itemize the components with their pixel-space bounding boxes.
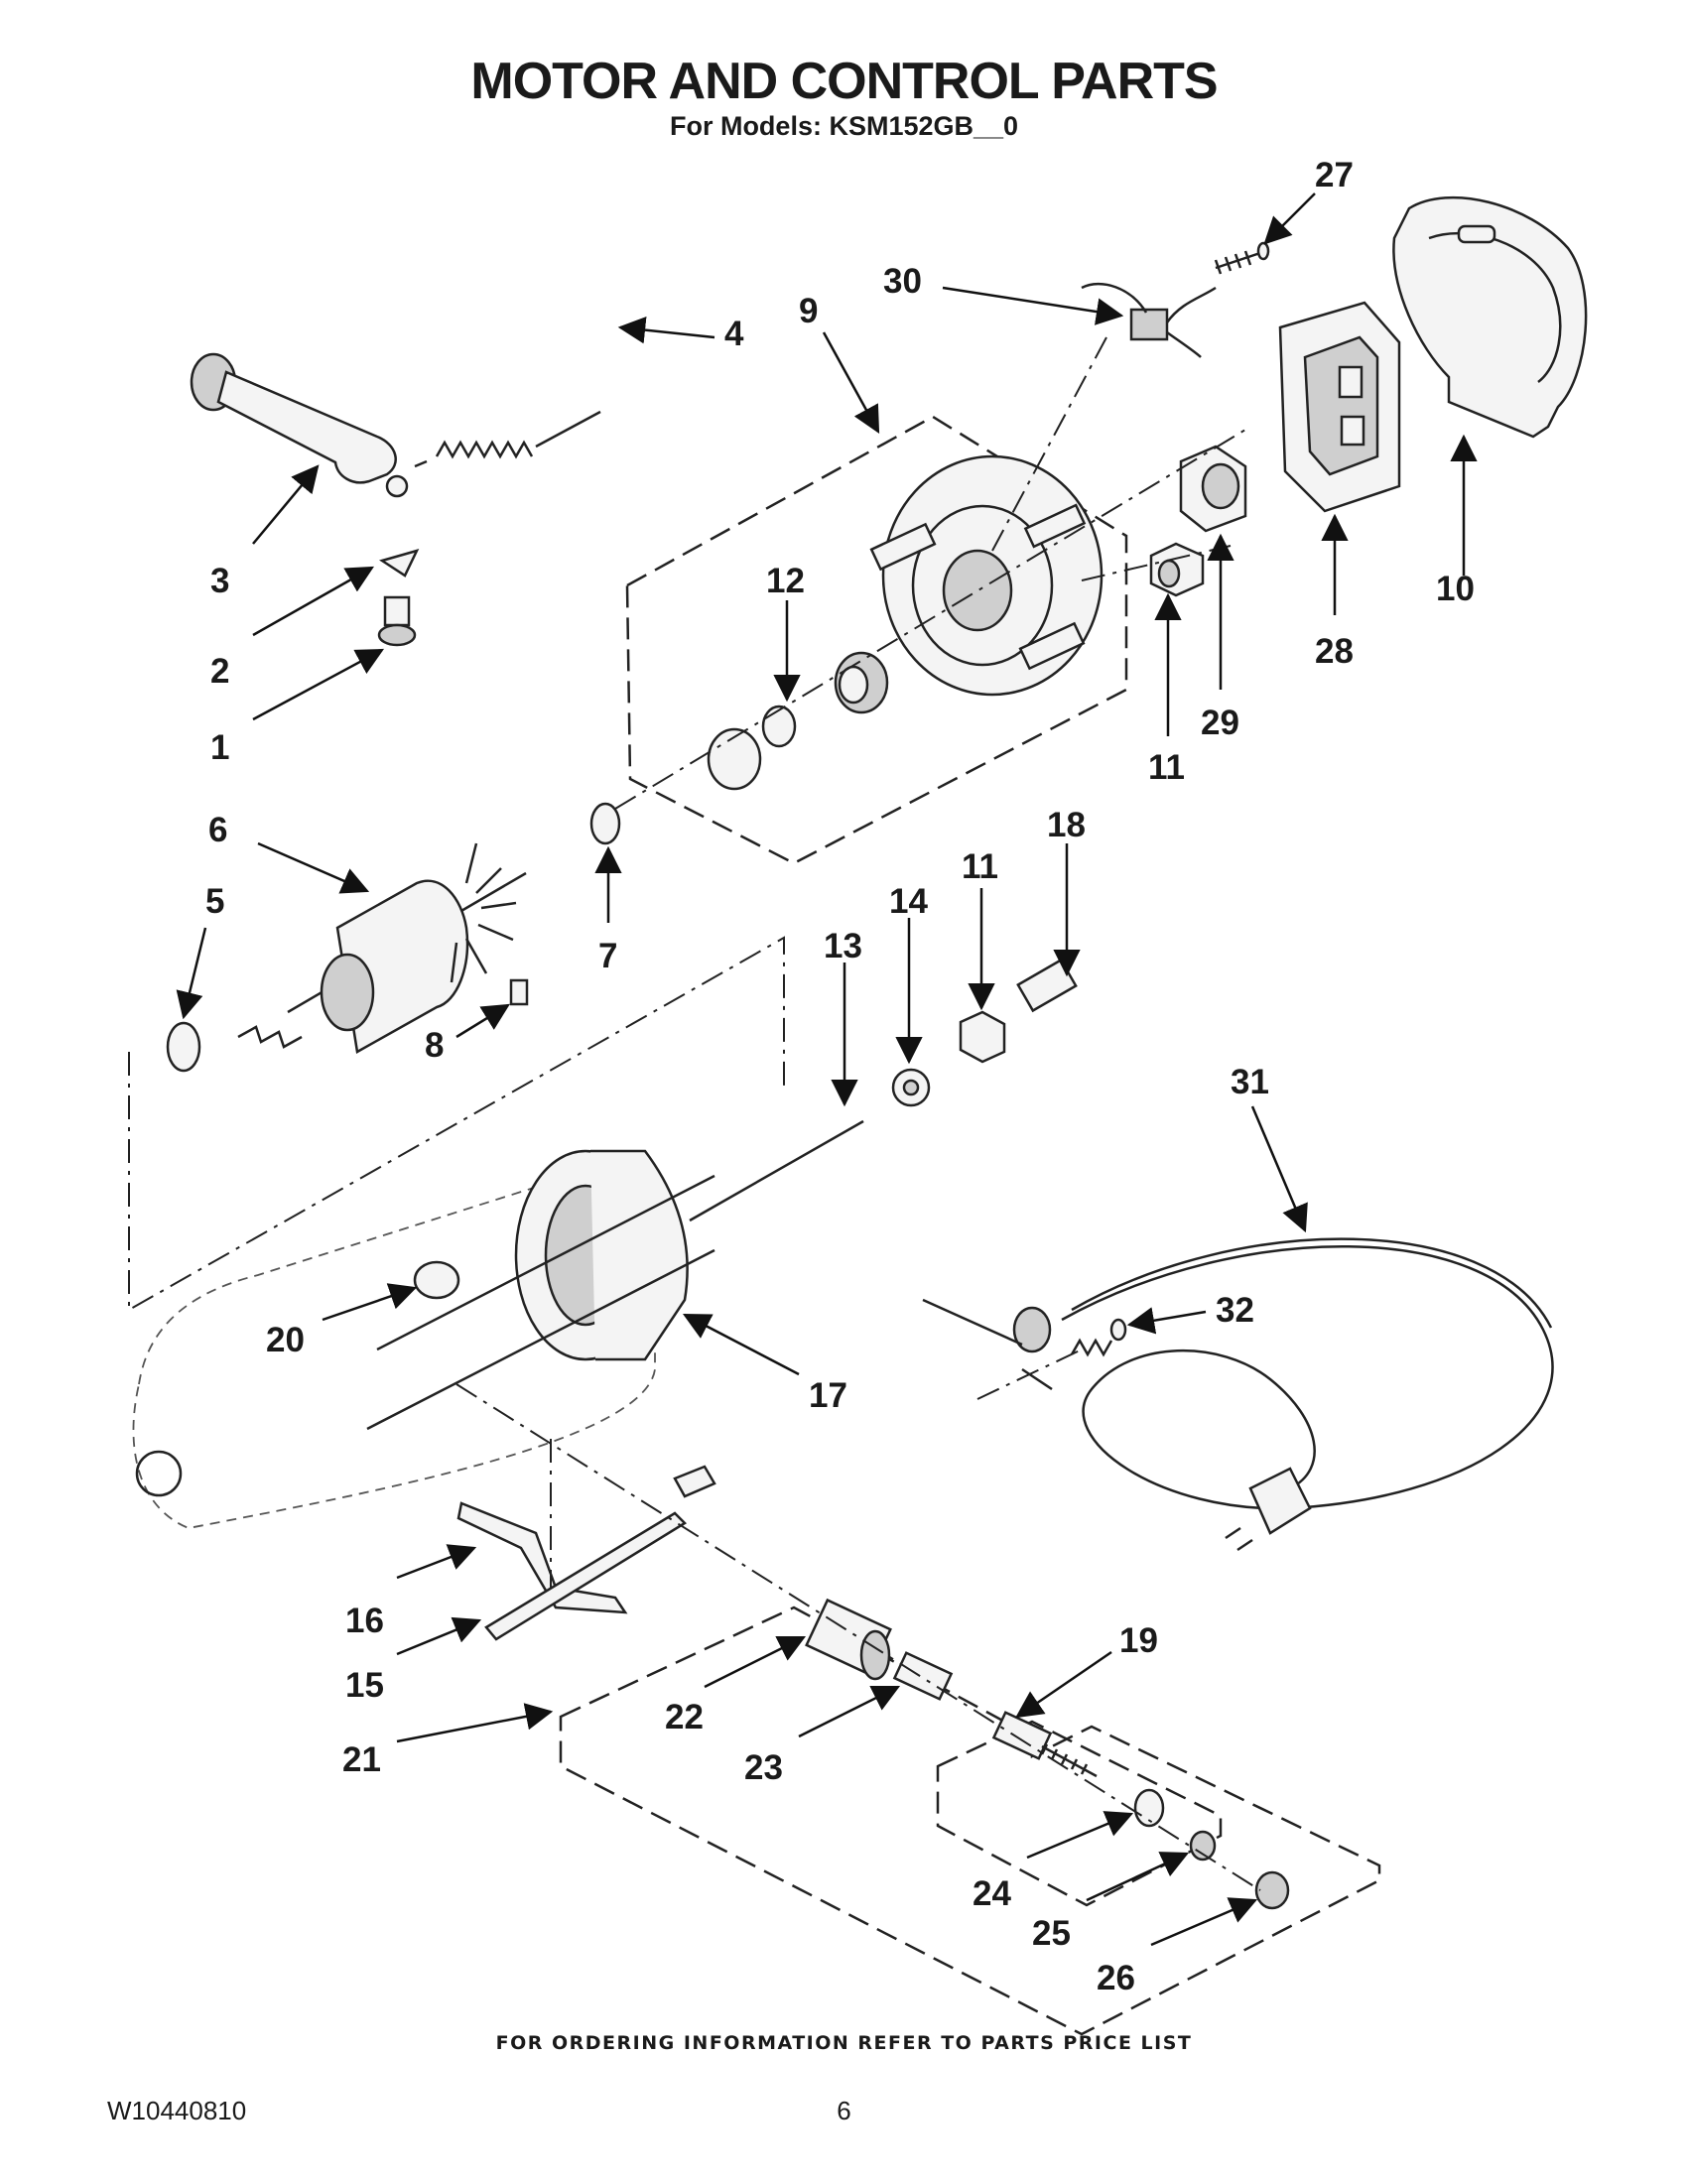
part-wire-harness-30 xyxy=(1081,283,1217,358)
model-subtitle: For Models: KSM152GB__0 xyxy=(669,111,1019,141)
callout-21: 21 xyxy=(342,1740,381,1779)
part-spring-20 xyxy=(413,1260,460,1300)
callout-11-upper: 11 xyxy=(1148,748,1185,787)
part-spring-4 xyxy=(414,410,601,468)
part-armature-6 xyxy=(237,842,527,1054)
callout-17: 17 xyxy=(809,1376,847,1415)
part-washer-7 xyxy=(589,802,621,845)
callout-23: 23 xyxy=(744,1748,783,1787)
callout-1: 1 xyxy=(210,728,229,767)
part-brush-8 xyxy=(509,978,529,1006)
callout-10: 10 xyxy=(1436,570,1475,608)
part-coupler-23 xyxy=(892,1651,954,1701)
part-field-17 xyxy=(514,1149,689,1361)
callout-3: 3 xyxy=(210,562,229,600)
group-box-19 xyxy=(936,1720,1223,1907)
callout-32: 32 xyxy=(1216,1291,1254,1330)
part-control-board-28 xyxy=(1278,301,1401,513)
callout-26: 26 xyxy=(1097,1959,1135,1997)
part-screw-19 xyxy=(991,1711,1098,1778)
callout-25: 25 xyxy=(1032,1914,1071,1953)
callout-28: 28 xyxy=(1315,632,1354,671)
callout-4: 4 xyxy=(724,315,744,353)
part-shield-10 xyxy=(1392,195,1588,439)
part-bearing-12 xyxy=(834,651,889,714)
motor-housing-outline xyxy=(132,1179,656,1529)
callout-8: 8 xyxy=(425,1026,444,1065)
axis-upper xyxy=(614,426,1251,810)
part-bolt-lower xyxy=(366,1174,715,1431)
callout-labels: 1 2 3 4 5 6 7 8 9 10 11 12 13 14 15 16 1… xyxy=(205,156,1475,1997)
callout-9: 9 xyxy=(799,292,818,330)
callout-31: 31 xyxy=(1231,1063,1269,1101)
part-speed-control-29 xyxy=(1179,445,1247,533)
part-spring-clip-2 xyxy=(379,549,420,578)
page-title: MOTOR AND CONTROL PARTS xyxy=(470,53,1218,110)
callout-24: 24 xyxy=(973,1874,1011,1913)
housing-opening xyxy=(135,1450,183,1497)
part-shaft-13 xyxy=(689,1119,864,1222)
part-lever-3 xyxy=(190,352,409,498)
part-arm-16 xyxy=(456,1501,628,1614)
callout-19: 19 xyxy=(1119,1621,1158,1660)
axis-lower xyxy=(455,1383,1261,1891)
group-box-21 xyxy=(559,1606,1381,2036)
leader-lines xyxy=(176,193,1478,1947)
group-box-9 xyxy=(625,415,1128,865)
assembly-guide-armature xyxy=(128,936,785,1312)
callout-22: 22 xyxy=(665,1698,704,1736)
part-knob-26 xyxy=(1254,1870,1290,1910)
part-gear-14 xyxy=(891,1068,931,1107)
callout-5: 5 xyxy=(205,882,224,921)
callout-20: 20 xyxy=(266,1321,305,1359)
part-end-housing xyxy=(869,454,1104,697)
callout-14: 14 xyxy=(889,882,928,921)
part-screw-1 xyxy=(377,595,417,647)
callout-15: 15 xyxy=(345,1666,384,1705)
part-spring-25 xyxy=(1189,1830,1217,1862)
part-power-cord-31 xyxy=(1012,1237,1554,1552)
part-cord-clamp xyxy=(922,1298,1053,1391)
axis-cord xyxy=(976,1349,1083,1400)
part-washer-5 xyxy=(166,1021,201,1073)
callout-7: 7 xyxy=(598,937,617,975)
callout-27: 27 xyxy=(1315,156,1354,194)
document-number: W10440810 xyxy=(107,2096,247,2125)
page-number: 6 xyxy=(837,2096,851,2125)
callout-30: 30 xyxy=(883,262,922,301)
callout-16: 16 xyxy=(345,1602,384,1640)
part-screw-32 xyxy=(1070,1318,1127,1357)
part-washer-12 xyxy=(761,705,797,748)
callout-29: 29 xyxy=(1201,704,1239,742)
part-retainer-ring xyxy=(707,727,762,791)
part-screw-27 xyxy=(1214,241,1270,275)
callout-18: 18 xyxy=(1047,806,1086,844)
part-nut-11-upper xyxy=(1149,542,1205,597)
callout-2: 2 xyxy=(210,652,229,691)
part-bar-15 xyxy=(484,1465,716,1641)
callout-12: 12 xyxy=(766,562,805,600)
callout-13: 13 xyxy=(824,927,862,965)
part-bushing-24 xyxy=(1133,1788,1165,1828)
callout-11-lower: 11 xyxy=(962,847,998,886)
callout-6: 6 xyxy=(208,811,227,849)
part-nut-11-lower xyxy=(959,1010,1006,1064)
axis-middle xyxy=(1081,545,1232,581)
axis-harness xyxy=(991,336,1107,552)
ordering-note: FOR ORDERING INFORMATION REFER TO PARTS … xyxy=(495,2032,1193,2054)
